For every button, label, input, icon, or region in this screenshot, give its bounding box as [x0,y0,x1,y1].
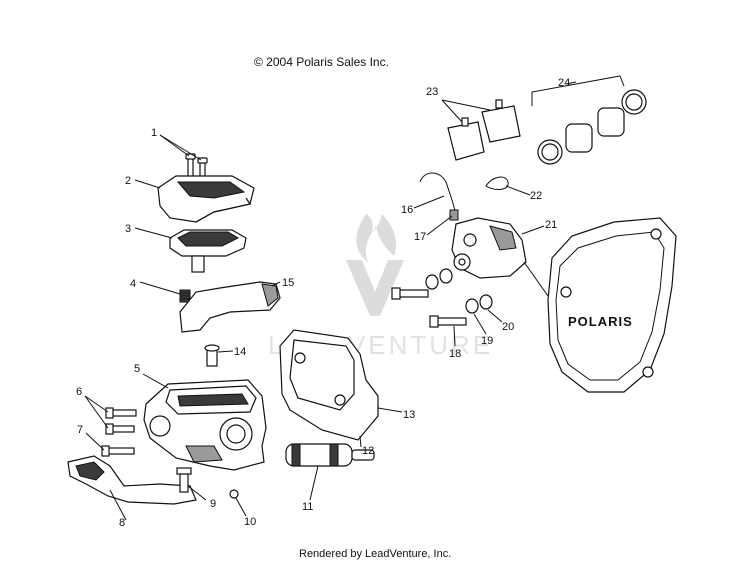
upper-caliper-bolt [391,268,453,300]
handlebar-clamp-part-8 [67,455,197,505]
callout-15: 15 [282,277,294,289]
callout-23: 23 [426,86,438,98]
callout-4: 4 [130,278,136,290]
callout-8: 8 [119,517,125,529]
screw-part-9 [176,467,192,493]
callout-11: 11 [302,501,313,513]
spring-part-4 [179,289,191,303]
callout-6: 6 [76,386,82,398]
pivot-pin-part-14 [204,344,220,367]
callout-17: 17 [414,231,426,243]
callout-10: 10 [244,516,256,528]
callout-19: 19 [481,335,493,347]
washer-part-20 [479,294,493,310]
callout-16: 16 [401,204,413,216]
brake-caliper-part-21 [451,217,527,279]
callout-12: 12 [362,445,374,457]
clamp-bolt-part-6 [105,407,137,435]
callout-13: 13 [403,409,415,421]
callout-3: 3 [125,223,131,235]
callout-22: 22 [530,190,542,202]
caliper-pistons-part-24 [537,89,647,165]
brake-hose-part-16 [419,172,457,215]
callout-2: 2 [125,175,131,187]
leader-lines [84,75,625,521]
callout-18: 18 [449,348,461,360]
brake-pads-part-23 [447,99,521,161]
callout-24: 24 [558,77,570,89]
drive-cover: POLARIS [523,217,677,393]
washer-part-10 [229,489,239,499]
reservoir-housing-part-12 [279,329,379,441]
callout-labels: 1 2 3 4 5 6 7 8 9 10 11 12 13 14 15 16 1… [76,77,570,529]
polaris-logo-text: POLARIS [568,314,633,329]
washer-part-19 [465,298,479,314]
bolt-part-7 [101,445,135,457]
brake-lever-part-15 [179,281,281,333]
copyright-text: © 2004 Polaris Sales Inc. [254,55,389,69]
caliper-bolt-part-18 [429,315,467,328]
rendered-by-text: Rendered by LeadVenture, Inc. [299,548,452,560]
callout-21: 21 [545,219,557,231]
piston-assembly-part-11 [285,443,375,467]
reservoir-cover-part-2 [157,175,255,223]
callout-14: 14 [234,346,246,358]
retaining-clip-part-22 [485,176,509,190]
callout-9: 9 [210,498,216,510]
bleeder-fitting-part-17 [449,209,459,221]
callout-5: 5 [134,363,140,375]
master-cylinder-body-part-5 [143,379,267,471]
callout-7: 7 [77,424,83,436]
diaphragm-part-3 [169,229,247,273]
callout-20: 20 [502,321,514,333]
callout-1: 1 [151,127,157,139]
